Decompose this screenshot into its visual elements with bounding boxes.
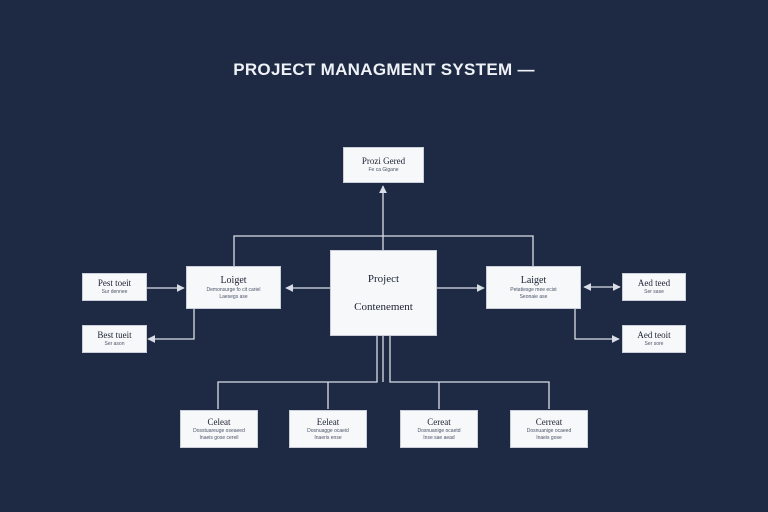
node-bottom-4-desc-2: Inaeis gose (536, 434, 562, 441)
node-bottom-4-title: Cerreat (535, 416, 563, 427)
node-center-title-1: Project (367, 273, 400, 285)
node-right-desc-2: Seonaie ase (519, 293, 548, 300)
node-top-title: Prozi Gered (361, 156, 406, 166)
page-title: PROJECT MANAGMENT SYSTEM — (233, 60, 535, 79)
node-left-desc-2: Laesegs ase (219, 293, 248, 300)
node-right-desc-1: Petatiesge mee ecist (510, 286, 557, 293)
node-bottom-1-title: Celeat (207, 416, 231, 427)
node-bottom-1-desc-1: Dosstuareuge oseaeed (193, 427, 245, 434)
node-far-right-1-title: Aed teed (637, 278, 671, 288)
node-bottom-1[interactable]: Celeat Dosstuareuge oseaeed Inaeis gose … (180, 410, 258, 448)
node-far-left-1-desc: Sur dennee (101, 289, 128, 295)
node-bottom-4-desc-1: Dosnuanige ocaeed (526, 427, 572, 434)
node-bottom-2-desc-1: Dosnuagge ocaeid (307, 427, 349, 434)
node-far-right-2[interactable]: Aed teoit Ser sore (622, 325, 686, 353)
node-left-desc-1: Demonsurge fo cit cariel (206, 286, 261, 293)
node-far-right-2-desc: Ser sore (644, 341, 664, 347)
node-far-right-1-desc: Ser sase (644, 289, 664, 295)
node-far-left-1[interactable]: Pest toeit Sur dennee (82, 273, 147, 301)
node-bottom-3-desc-1: Dosnuanige ocaetd (417, 427, 461, 434)
node-bottom-3[interactable]: Cereat Dosnuanige ocaetd Inse sae aead (400, 410, 478, 448)
node-center[interactable]: Project Contenement (330, 250, 437, 336)
node-bottom-3-title: Cereat (427, 416, 451, 427)
node-bottom-2-desc-2: Inaeris ense (314, 434, 342, 441)
node-far-right-2-title: Aed teoit (637, 330, 671, 340)
node-left[interactable]: Loiget Demonsurge fo cit cariel Laesegs … (186, 266, 281, 309)
node-bottom-4[interactable]: Cerreat Dosnuanige ocaeed Inaeis gose (510, 410, 588, 448)
node-right-title: Laiget (520, 274, 547, 286)
node-far-right-1[interactable]: Aed teed Ser sase (622, 273, 686, 301)
node-bottom-1-desc-2: Inaeis gose cereil (199, 434, 239, 441)
node-far-left-2-desc: Ser ason (104, 341, 125, 347)
node-far-left-1-title: Pest toeit (97, 278, 132, 288)
node-far-left-2-title: Best tueit (97, 330, 132, 340)
connector-right-farright2 (574, 309, 620, 343)
node-bottom-2[interactable]: Eeleat Dosnuagge ocaeid Inaeris ense (289, 410, 367, 448)
node-far-left-2[interactable]: Best tueit Ser ason (82, 325, 147, 353)
node-left-title: Loiget (220, 274, 247, 286)
node-right[interactable]: Laiget Petatiesge mee ecist Seonaie ase (486, 266, 581, 309)
node-top-desc: Fe ca Gigane (368, 167, 399, 173)
node-bottom-2-title: Eeleat (316, 416, 340, 427)
connector-center-bottom-b (389, 336, 550, 409)
node-top[interactable]: Prozi Gered Fe ca Gigane (343, 147, 424, 183)
connector-left-farleft2 (147, 309, 195, 343)
connector-center-bottom-a (217, 336, 378, 409)
node-bottom-3-desc-2: Inse sae aead (423, 434, 455, 441)
connector-top-bus (233, 235, 534, 266)
node-center-title-2: Contenement (354, 301, 413, 313)
